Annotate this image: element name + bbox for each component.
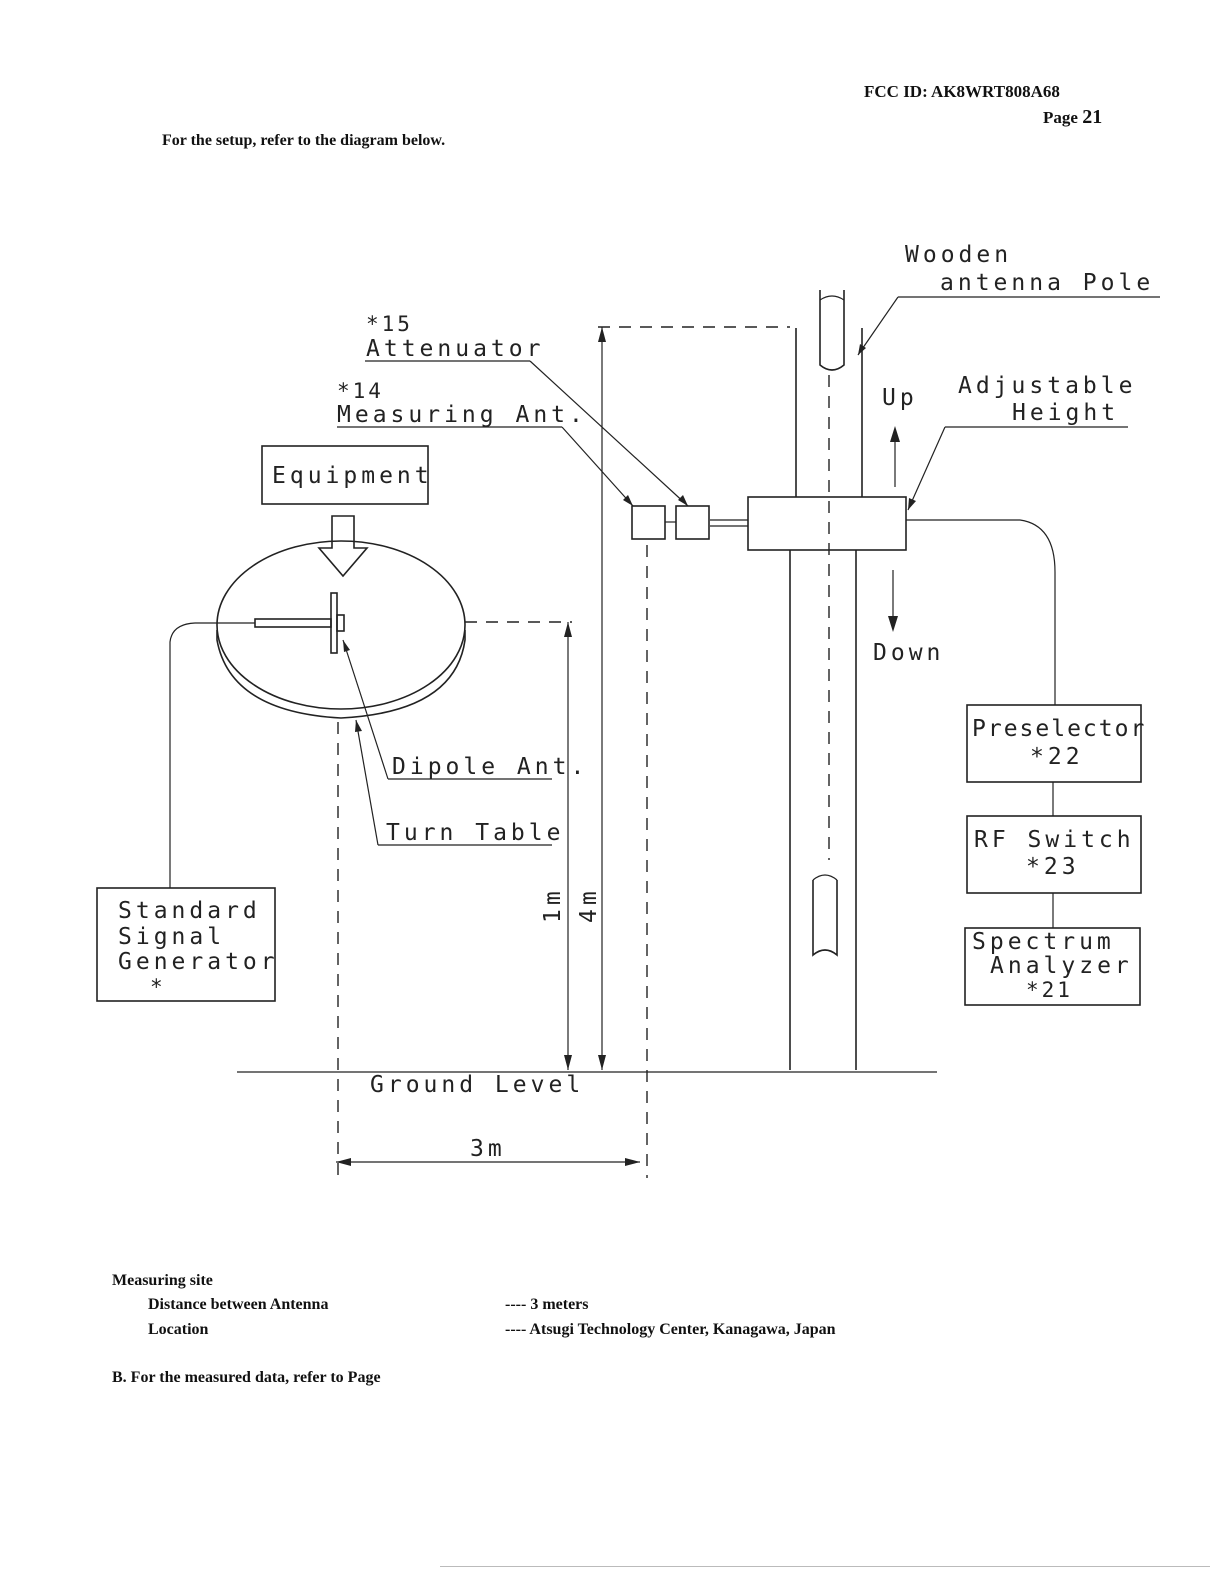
rf-switch-label: RF Switch [974,827,1135,853]
location-value: ---- Atsugi Technology Center, Kanagawa,… [505,1321,836,1338]
down-label: Down [873,640,944,666]
ssg-line-2: Signal [118,924,225,950]
rf-switch-num: *23 [1026,854,1080,880]
height-1m-label: 1m [540,887,566,923]
preselector-label: Preselector [972,716,1146,742]
wooden-label-2: antenna Pole [940,270,1154,296]
height-4m-label: 4m [576,887,602,923]
wooden-label-1: Wooden [905,242,1012,268]
attenuator-label: Attenuator [366,336,544,362]
preselector-box [966,704,1142,783]
footer-note: B. For the measured data, refer to Page [112,1369,381,1386]
distance-label: Distance between Antenna [148,1296,329,1313]
measuring-ant-num: *14 [337,379,384,403]
distance-value: ---- 3 meters [505,1296,589,1313]
distance-3m-label: 3m [470,1136,506,1162]
spectrum-label: Spectrum [972,929,1115,955]
measuring-ant-label: Measuring Ant. [337,402,587,428]
pole-leader [857,296,1160,356]
height-label: Height [1012,400,1119,426]
attenuator-num: *15 [366,312,413,336]
ground-level-label: Ground Level [370,1072,584,1098]
equipment-box [261,445,429,505]
turn-table [216,540,466,719]
rf-switch-box [966,815,1142,894]
antenna-carriage [747,496,907,551]
dipole-ant-label: Dipole Ant. [392,754,588,780]
signal-generator-box [96,887,276,1002]
measuring-antenna-box [631,505,666,540]
page-number: 21 [1082,106,1103,128]
page-label: Page [1043,108,1078,127]
bottom-rule [440,1566,1210,1567]
measuring-site-title: Measuring site [112,1272,213,1289]
fcc-id: FCC ID: AK8WRT808A68 [864,82,1060,101]
equipment-label: Equipment [272,463,433,489]
ssg-line-4: * [150,975,166,999]
analyzer-label: Analyzer [990,953,1133,979]
wooden-pole [789,290,863,1070]
intro-text: For the setup, refer to the diagram belo… [162,132,446,149]
ssg-line-1: Standard [118,898,261,924]
ssg-line-3: Generator [118,949,279,975]
page-indicator: Page 21 [1043,106,1102,129]
location-label: Location [148,1321,209,1338]
adjustable-label: Adjustable [958,373,1136,399]
spectrum-analyzer-box [964,927,1141,1006]
dipole-antenna [254,592,345,654]
equipment-down-arrow [317,515,369,578]
spectrum-num: *21 [1026,978,1073,1002]
preselector-num: *22 [1030,744,1084,770]
attenuator-box [675,505,710,540]
turn-table-label: Turn Table [386,820,564,846]
up-label: Up [882,385,918,411]
